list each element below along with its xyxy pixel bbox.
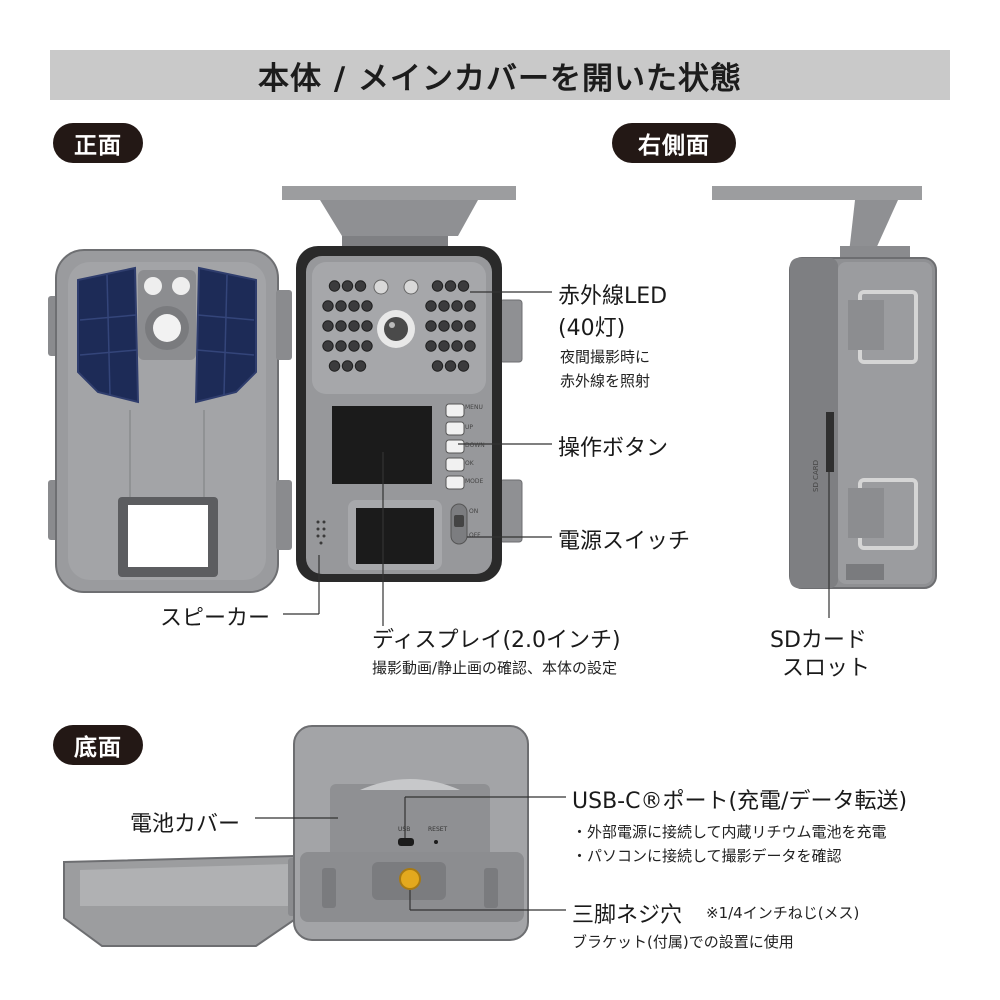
ir-led	[451, 300, 463, 312]
ir-led	[451, 340, 463, 352]
ir-led	[322, 340, 334, 352]
ir-led	[328, 280, 341, 292]
ir-led	[438, 340, 450, 352]
mode-button[interactable]	[445, 475, 465, 490]
btn-up-label: UP	[465, 424, 474, 431]
usb-port-title: USB-C®ポート(充電/データ転送)	[572, 789, 908, 814]
ir-led	[322, 300, 334, 312]
ir-led	[451, 320, 463, 332]
ir-led	[322, 320, 334, 332]
btn-ok-label: OK	[465, 460, 474, 467]
ir-led-desc-2: 赤外線を照射	[560, 372, 651, 390]
ir-led	[438, 320, 450, 332]
battery-cover-label: 電池カバー	[130, 812, 241, 837]
ir-led	[444, 360, 457, 372]
ir-led	[348, 340, 360, 352]
ir-led	[361, 320, 373, 332]
tripod-note: ※1/4インチねじ(メス)	[706, 904, 860, 922]
ir-led	[341, 280, 354, 292]
ir-led	[328, 360, 341, 372]
section-front-pill: 正面	[53, 123, 143, 163]
display-desc: 撮影動画/静止画の確認、本体の設定	[372, 659, 618, 677]
ir-led	[348, 320, 360, 332]
ir-led	[464, 340, 476, 352]
switch-off-label: OFF	[469, 532, 481, 539]
ir-led	[425, 340, 437, 352]
ir-led	[431, 280, 444, 292]
display-title: ディスプレイ(2.0インチ)	[372, 628, 621, 653]
ir-led	[438, 300, 450, 312]
page-title: 本体 / メインカバーを開いた状態	[50, 50, 950, 100]
btn-mode-label: MODE	[465, 478, 484, 485]
up-button[interactable]	[445, 421, 465, 436]
ir-led	[341, 360, 354, 372]
ir-led	[457, 280, 470, 292]
ir-led	[444, 280, 457, 292]
ir-led	[464, 300, 476, 312]
sd-slot-label-2: スロット	[782, 656, 871, 681]
menu-button[interactable]	[445, 403, 465, 418]
ir-led	[425, 300, 437, 312]
section-bottom-pill: 底面	[53, 725, 143, 765]
ir-led	[464, 320, 476, 332]
tripod-desc: ブラケット(付属)での設置に使用	[572, 933, 794, 951]
ir-led	[457, 360, 470, 372]
ir-led-title: 赤外線LED	[558, 284, 668, 309]
ir-led	[354, 280, 367, 292]
ir-led-desc-1: 夜間撮影時に	[560, 348, 651, 366]
ir-led	[335, 320, 347, 332]
ir-led	[335, 340, 347, 352]
tripod-title: 三脚ネジ穴	[572, 903, 683, 928]
down-button[interactable]	[445, 439, 465, 454]
ir-led	[431, 360, 444, 372]
reset-marking: RESET	[428, 826, 448, 833]
usb-bullet-1: ・外部電源に接続して内蔵リチウム電池を充電	[572, 823, 887, 841]
usb-port-marking: USB	[398, 826, 411, 833]
usb-bullet-2: ・パソコンに接続して撮影データを確認	[572, 847, 842, 865]
power-switch-title: 電源スイッチ	[558, 529, 691, 554]
btn-down-label: DOWN	[465, 442, 485, 449]
sd-slot-label-1: SDカード	[770, 628, 867, 653]
ir-led	[361, 300, 373, 312]
section-right-side-pill: 右側面	[612, 123, 736, 163]
speaker-title: スピーカー	[160, 606, 271, 631]
ir-led-count: (40灯)	[558, 316, 626, 341]
ir-led	[335, 300, 347, 312]
ir-led	[425, 320, 437, 332]
ir-led	[354, 360, 367, 372]
ok-button[interactable]	[445, 457, 465, 472]
btn-menu-label: MENU	[465, 404, 483, 411]
switch-on-label: ON	[469, 508, 479, 515]
ir-led	[361, 340, 373, 352]
buttons-title: 操作ボタン	[558, 436, 669, 461]
ir-led	[348, 300, 360, 312]
